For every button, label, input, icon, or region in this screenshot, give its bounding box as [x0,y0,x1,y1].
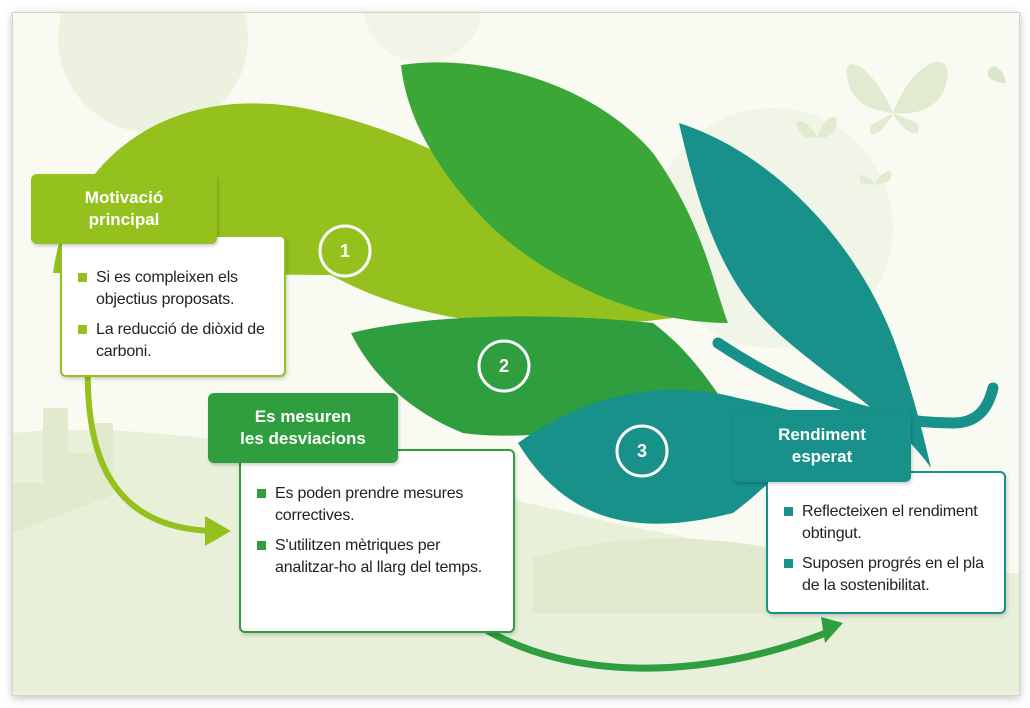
step-1-title-line-1: Motivació [84,188,164,207]
butterfly-icon [796,61,1006,185]
step-3-number: 3 [637,441,647,461]
step-2-title-line-2: les desviacions [240,429,366,448]
step-2-number: 2 [499,356,509,376]
arrow-head-1 [205,516,231,546]
step-3-badge: 3 [615,424,669,478]
step-1-badge: 1 [318,224,372,278]
step-3-bullet-1: Reflecteixen el rendiment obtingut. [784,501,994,545]
diagram-frame: 1 2 3 Si es compleixen els objectius pro… [12,12,1020,696]
leaf-2 [401,62,728,324]
arrow-head-2 [821,617,843,643]
step-3-title-line-1: Rendiment [778,425,866,444]
leaf-4 [679,123,931,468]
arrow-icon [84,355,835,672]
step-3-content-box: Reflecteixen el rendiment obtingut. Supo… [766,471,1006,614]
step-1-bullet-1: Si es compleixen els objectius proposats… [78,267,274,311]
step-1-title-line-2: principal [88,210,160,229]
step-3-title: Rendiment esperat [733,410,911,482]
step-2-bullet-2: S'utilitzen mètriques per analitzar-ho a… [257,535,503,579]
step-3-bullet-2: Suposen progrés en el pla de la sostenib… [784,553,994,597]
step-1-number: 1 [340,241,350,261]
step-1-bullet-2: La reducció de diòxid de carboni. [78,319,274,363]
step-2-badge: 2 [477,339,531,393]
step-2-title-line-1: Es mesuren [254,407,352,426]
step-1-content-box: Si es compleixen els objectius proposats… [60,235,286,377]
step-2-title: Es mesuren les desviacions [208,393,398,463]
step-3-title-line-2: esperat [791,447,853,466]
step-2-bullet-1: Es poden prendre mesures correctives. [257,483,503,527]
step-2-content-box: Es poden prendre mesures correctives. S'… [239,449,515,633]
step-1-title: Motivació principal [31,174,217,244]
